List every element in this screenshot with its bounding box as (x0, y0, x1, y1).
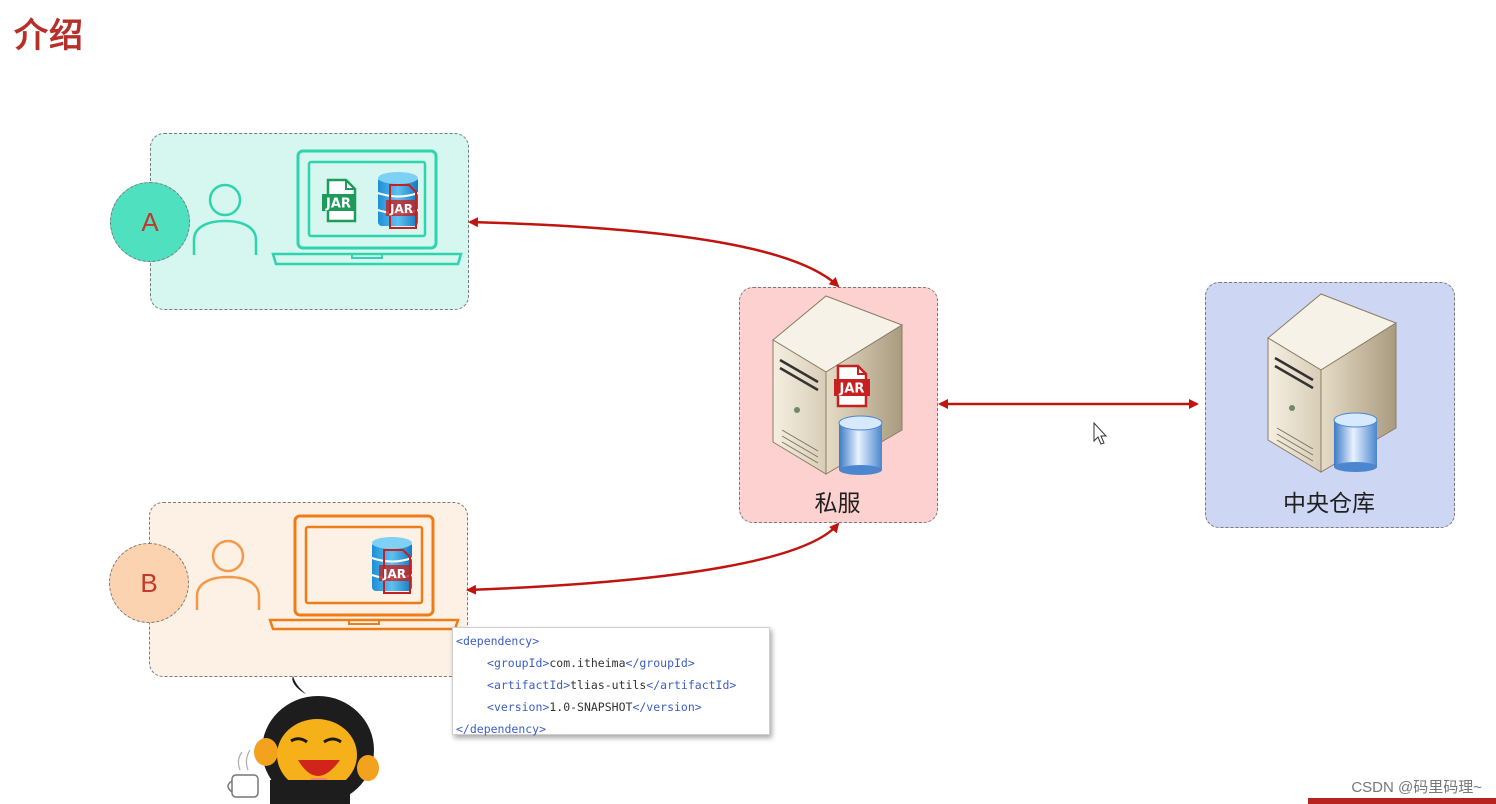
laptop-icon-b (268, 514, 460, 631)
private-server-icon: JAR (772, 295, 904, 475)
jar-file-icon-a: JAR (322, 178, 357, 223)
central-repo-server-icon (1267, 293, 1398, 473)
arrow-b-private (466, 522, 840, 595)
person-icon-b (195, 539, 261, 610)
user-a-badge: A (110, 182, 190, 262)
corner-decoration (1308, 798, 1496, 804)
code-line-group: <groupId>com.itheima</groupId> (487, 656, 695, 670)
svg-text:JAR: JAR (389, 202, 413, 216)
user-b-badge: B (109, 543, 189, 623)
private-server-label: 私服 (814, 491, 861, 517)
svg-text:JAR: JAR (839, 382, 865, 397)
code-line-open: <dependency> (456, 634, 540, 648)
arrow-a-private (468, 217, 840, 288)
code-line-artifact: <artifactId>tlias-utils</artifactId> (487, 678, 737, 692)
page-title: 介绍 (14, 16, 84, 56)
code-line-close: </dependency> (456, 722, 547, 736)
person-icon-a (192, 183, 258, 255)
dependency-code-snippet: <dependency> <groupId>com.itheima</group… (452, 627, 770, 736)
watermark: CSDN @码里码理~ (1351, 779, 1482, 796)
user-b-panel (149, 502, 468, 677)
monkey-mascot-icon (227, 676, 379, 804)
mouse-cursor-icon (1093, 421, 1108, 445)
code-line-version: <version>1.0-SNAPSHOT</version> (487, 700, 702, 714)
central-repo-label: 中央仓库 (1283, 491, 1375, 517)
laptop-icon-a (271, 149, 463, 266)
jar-database-icon-b: JAR (371, 537, 413, 594)
jar-database-icon-a: JAR (377, 172, 419, 229)
svg-text:JAR: JAR (382, 567, 406, 581)
svg-text:JAR: JAR (325, 197, 351, 212)
